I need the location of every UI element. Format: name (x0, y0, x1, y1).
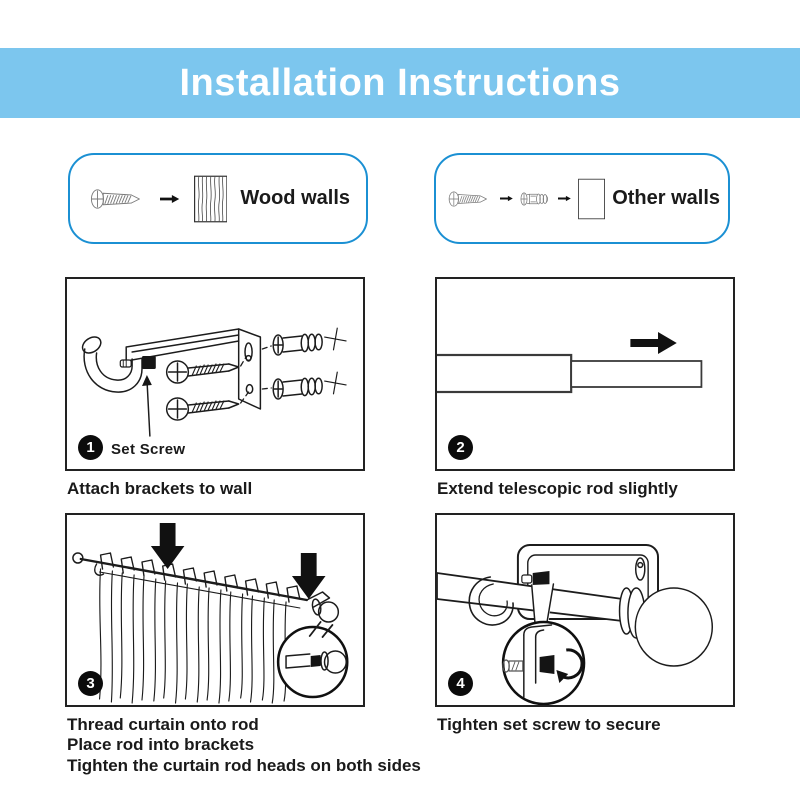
step-1-panel: 1 Set Screw (65, 277, 365, 471)
curtain-threading-illustration (72, 522, 349, 704)
plain-wall-icon (578, 178, 606, 219)
step-4: 4 Tighten set screw to secure (435, 512, 735, 790)
step-2-panel: 2 (435, 277, 735, 471)
wood-texture-icon (193, 175, 228, 222)
set-screw-label: Set Screw (111, 441, 186, 458)
step-1-caption: Attach brackets to wall (67, 479, 253, 498)
step-4-caption: Tighten set screw to secure (437, 714, 661, 734)
step-2-caption: Extend telescopic rod slightly (437, 479, 678, 498)
step-3-caption: Thread curtain onto rod Place rod into b… (67, 714, 421, 776)
arrow-right-icon (160, 194, 180, 203)
step-2: 2 Extend telescopic rod slightly (435, 277, 735, 513)
other-walls-box: Other walls (434, 153, 730, 244)
screw-magnifier (501, 582, 586, 705)
title-banner: Installation Instructions (0, 48, 800, 118)
step-number-badge: 1 (78, 435, 103, 460)
step-1: 1 Set Screw Attach brackets to wall (65, 277, 365, 513)
step-number-badge: 2 (448, 435, 473, 460)
step-number-badge: 4 (448, 670, 473, 696)
down-arrow-icon (291, 552, 326, 599)
arrow-right-icon (557, 195, 571, 202)
wall-type-legend: Wood walls (0, 153, 800, 244)
step-number-badge: 3 (78, 670, 103, 696)
telescopic-rod-illustration (437, 332, 703, 394)
rotate-arrow-icon (556, 669, 569, 683)
screw-icon (90, 188, 140, 209)
arrow-right-icon (499, 195, 513, 202)
wood-walls-label: Wood walls (240, 187, 350, 209)
step-4-panel: 4 (435, 512, 735, 707)
step-3: 3 Thread curtain onto rod Place rod into… (65, 512, 421, 790)
set-screw-tightening-illustration (437, 543, 714, 705)
other-walls-label: Other walls (612, 187, 721, 209)
extend-direction-arrow-icon (630, 332, 677, 354)
step-3-panel: 3 (65, 512, 365, 707)
steps-grid: 1 Set Screw Attach brackets to wall 2 Ex… (0, 277, 800, 790)
wood-walls-box: Wood walls (68, 153, 368, 244)
screw-icon (448, 190, 487, 207)
bracket-mounting-illustration (81, 327, 347, 437)
page-title: Installation Instructions (179, 61, 621, 104)
wall-anchor-icon (520, 191, 549, 206)
finial-magnifier (276, 620, 349, 699)
down-arrow-icon (150, 522, 185, 569)
